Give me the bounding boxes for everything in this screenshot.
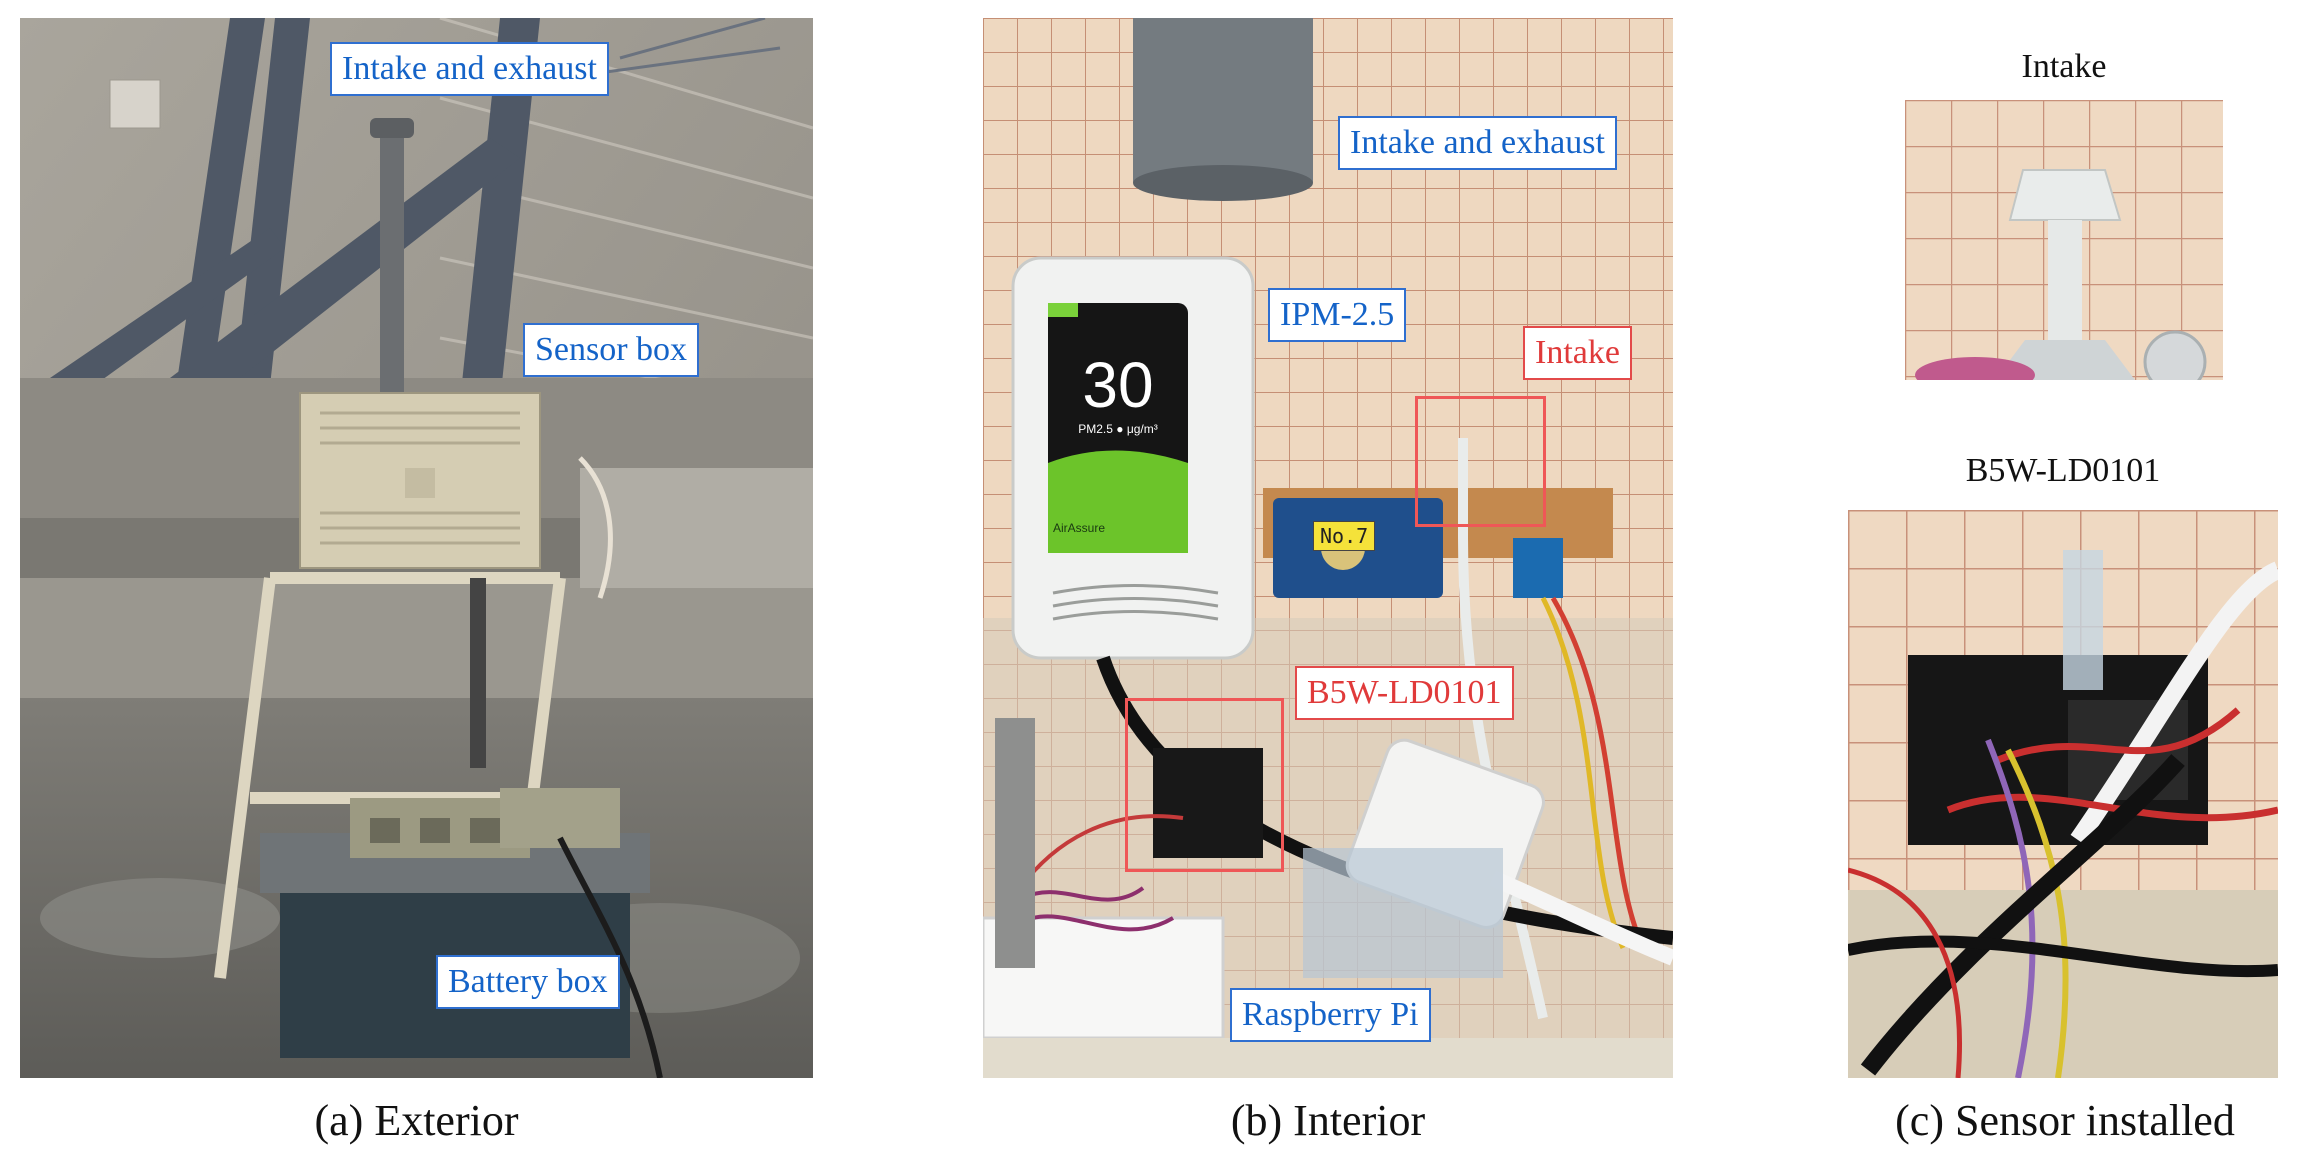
highlight-intake bbox=[1415, 396, 1546, 527]
label-intake-exhaust: Intake and exhaust bbox=[1338, 116, 1617, 170]
sensor-number-badge: No.7 bbox=[1313, 521, 1376, 551]
label-intake-exhaust: Intake and exhaust bbox=[330, 42, 609, 96]
exterior-photo: Intake and exhaust Sensor box Battery bo… bbox=[20, 18, 813, 1078]
meter-unit: PM2.5 ● μg/m³ bbox=[1078, 422, 1158, 436]
meter-brand: AirAssure bbox=[1053, 521, 1106, 535]
highlight-b5w bbox=[1125, 698, 1284, 872]
label-intake: Intake bbox=[1523, 326, 1632, 380]
label-b5w-ld0101: B5W-LD0101 bbox=[1295, 666, 1514, 720]
exterior-scene bbox=[20, 18, 813, 1078]
interior-photo: 30 PM2.5 ● μg/m³ AirAssure No.7 Intake a… bbox=[983, 18, 1673, 1078]
intake-closeup-photo bbox=[1905, 100, 2223, 380]
title-b5w-closeup: B5W-LD0101 bbox=[1965, 452, 2161, 489]
caption-exterior: (a) Exterior bbox=[314, 1096, 519, 1145]
meter-value: 30 bbox=[1082, 349, 1154, 421]
caption-sensor-installed: (c) Sensor installed bbox=[1895, 1096, 2235, 1145]
label-raspberry-pi: Raspberry Pi bbox=[1230, 988, 1431, 1042]
caption-interior: (b) Interior bbox=[1230, 1096, 1426, 1145]
b5w-closeup-photo bbox=[1848, 510, 2278, 1078]
b5w-closeup-scene bbox=[1848, 510, 2278, 1078]
label-ipm-2-5: IPM-2.5 bbox=[1268, 288, 1407, 342]
intake-closeup-scene bbox=[1905, 100, 2223, 380]
label-battery-box: Battery box bbox=[436, 955, 620, 1009]
title-intake-closeup: Intake bbox=[2021, 48, 2107, 85]
label-sensor-box: Sensor box bbox=[523, 323, 700, 377]
